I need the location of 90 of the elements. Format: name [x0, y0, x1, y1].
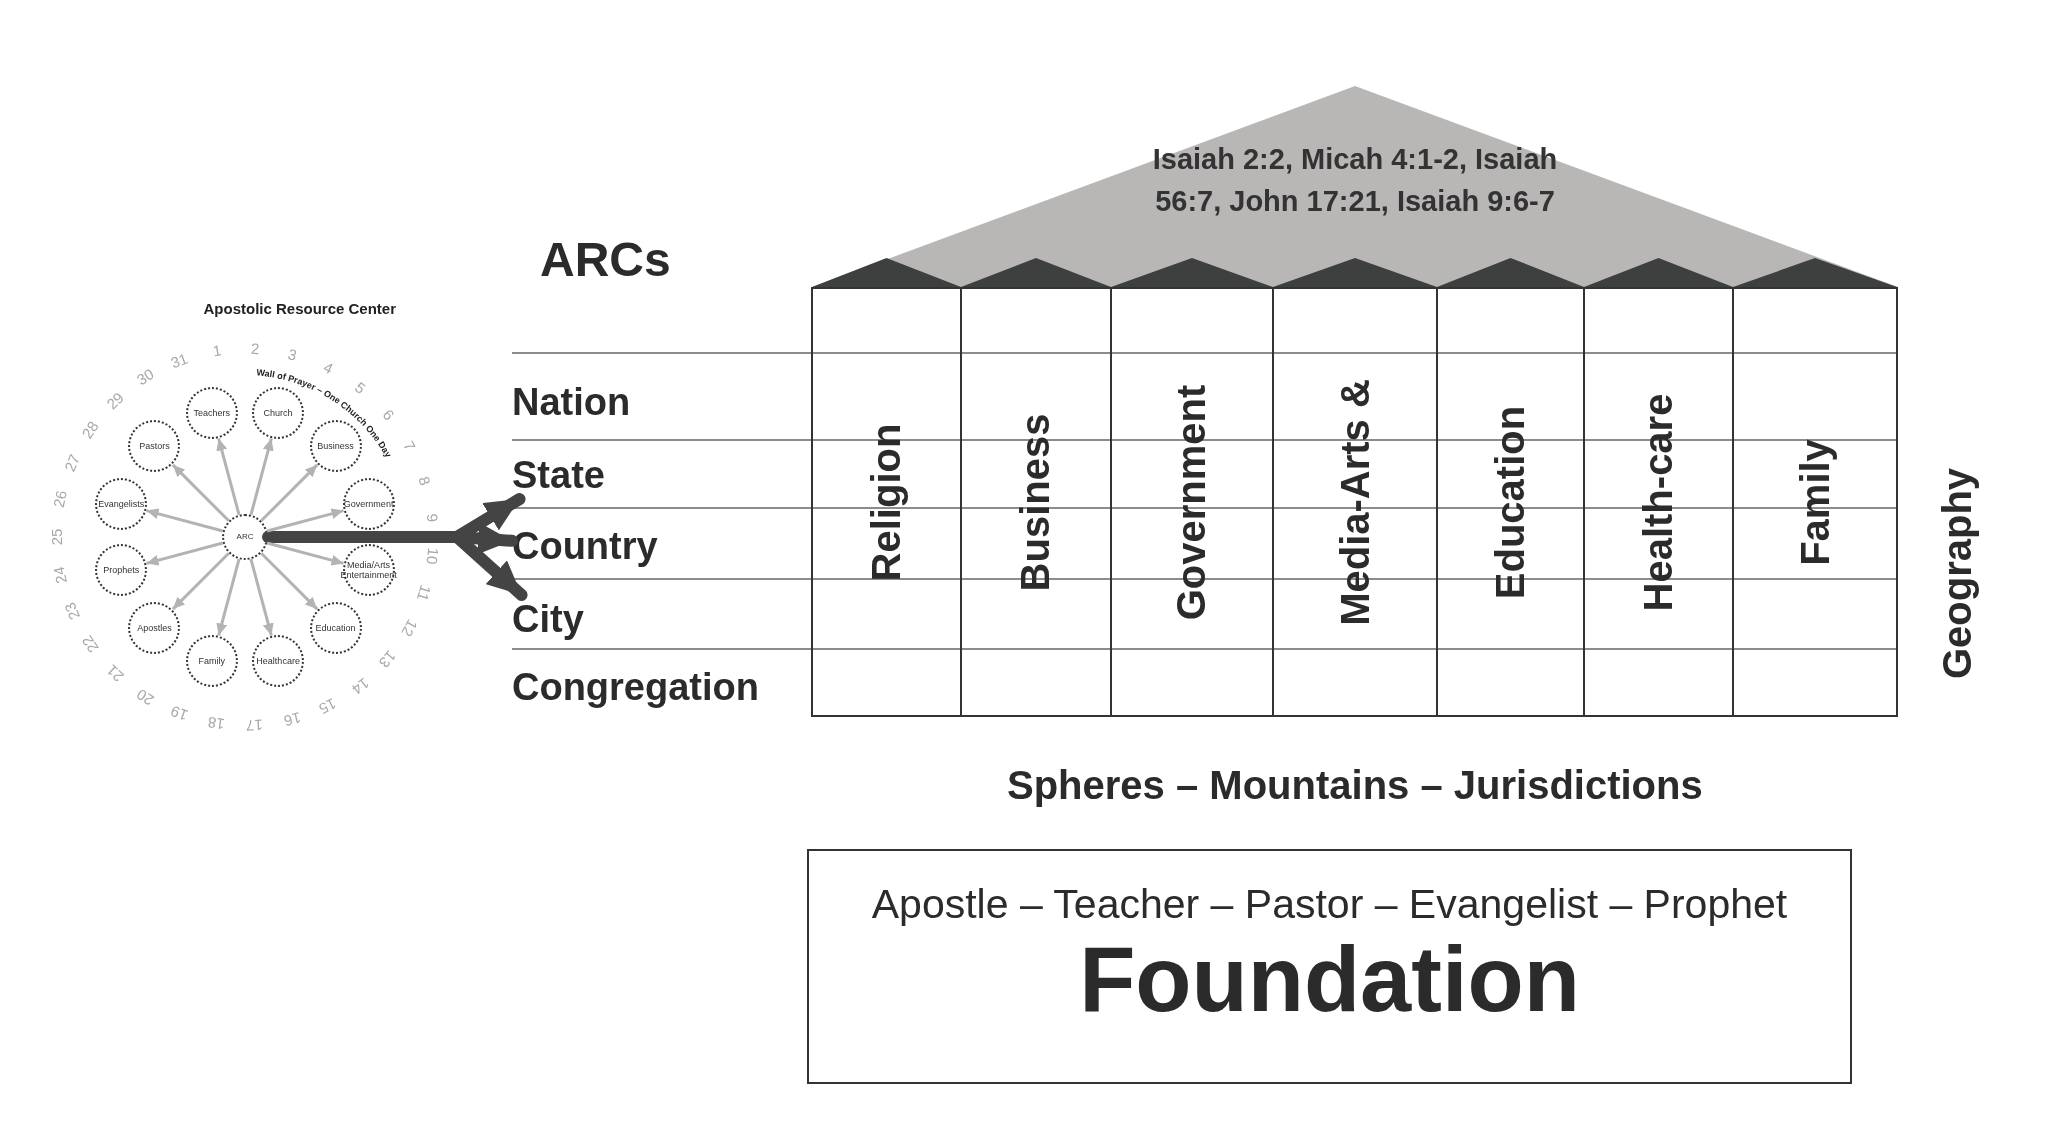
row-label: State	[512, 454, 605, 496]
day-number: 11	[414, 583, 435, 604]
circle-label: Prophets	[103, 565, 140, 576]
sphere-circle	[128, 420, 181, 473]
circle-label: Evangelists	[98, 498, 145, 509]
circle-label: Church	[263, 408, 293, 419]
circle-label: Family	[198, 655, 226, 666]
column-box	[1436, 287, 1585, 717]
column-box	[1583, 287, 1734, 717]
sphere-circle	[309, 601, 362, 654]
day-number: 27	[61, 452, 83, 474]
arrow	[171, 463, 230, 522]
day-number: 10	[423, 546, 441, 566]
arrow	[171, 552, 230, 611]
arrow	[260, 552, 319, 611]
day-number: 31	[169, 350, 191, 372]
axis-label: Geography	[1934, 467, 1980, 680]
arrow	[249, 438, 274, 516]
column-label: Business	[1013, 413, 1059, 591]
column-label: Government	[1169, 384, 1215, 620]
column-box	[811, 287, 962, 717]
day-number: 3	[286, 346, 299, 364]
arrow	[249, 558, 274, 636]
day-number: 23	[61, 600, 83, 622]
column-label: Education	[1488, 405, 1533, 599]
row-label: Congregation	[512, 666, 759, 708]
column-label: Health-care	[1636, 393, 1681, 611]
day-number: 18	[206, 713, 226, 732]
circle-label: Healthcare	[256, 655, 300, 666]
circle-label: Pastors	[139, 441, 170, 452]
arrow	[266, 508, 344, 533]
day-number: 22	[79, 632, 102, 656]
day-number: 30	[134, 366, 157, 389]
day-number: 15	[316, 694, 339, 717]
column-box	[1732, 287, 1898, 717]
sphere-circle	[185, 387, 238, 440]
column-box	[1110, 287, 1274, 717]
day-number: 8	[415, 474, 434, 488]
foundation-subtitle: Apostle – Teacher – Pastor – Evangelist – Prophet	[870, 880, 1789, 929]
column-label: Family	[1792, 438, 1838, 566]
day-number: 16	[281, 709, 302, 729]
day-number: 6	[379, 406, 397, 423]
day-number: 12	[398, 617, 421, 640]
circle-label: Apostles	[137, 622, 172, 633]
sphere-circle	[95, 544, 148, 597]
foundation-box	[807, 849, 1852, 1084]
circle-label: Teachers	[193, 408, 231, 419]
column-box	[1272, 287, 1438, 717]
day-number: 24	[51, 565, 71, 585]
row-label: Country	[512, 525, 658, 567]
arrow	[146, 508, 224, 533]
column-box	[960, 287, 1112, 717]
axis-label: Spheres – Mountains – Jurisdictions	[1007, 763, 1703, 808]
day-number: 17	[245, 716, 264, 734]
scripture-reference: Isaiah 2:2, Micah 4:1-2, Isaiah 56:7, John 17:21, Isaiah 9:6-7	[1151, 142, 1559, 219]
day-number: 25	[48, 528, 65, 546]
day-number: 21	[103, 661, 127, 685]
arrow	[216, 438, 241, 516]
day-number: 19	[168, 702, 191, 724]
day-number: 14	[348, 674, 372, 698]
day-number: 4	[320, 359, 336, 378]
section-heading: ARCs	[540, 232, 671, 287]
sphere-circle	[128, 601, 181, 654]
column-label: Media-Arts &	[1332, 378, 1378, 626]
day-number: 29	[103, 389, 127, 413]
heading-text: Apostolic Resource Center	[203, 300, 397, 317]
row-label: City	[512, 598, 584, 640]
day-number: 1	[211, 342, 223, 360]
day-number: 5	[352, 379, 369, 398]
row-label: Nation	[512, 381, 631, 423]
sphere-circle	[95, 477, 148, 530]
day-number: 13	[375, 647, 399, 671]
foundation-title: Foundation	[1078, 929, 1581, 1029]
arrow	[216, 558, 241, 636]
sphere-circle	[185, 634, 238, 687]
day-number: 26	[51, 489, 71, 509]
hub-label: ARC	[236, 532, 254, 542]
arrow	[260, 463, 319, 522]
hub-circle	[222, 514, 268, 560]
day-number: 20	[134, 685, 157, 708]
day-number: 2	[250, 341, 260, 358]
circle-label: Business	[317, 441, 354, 452]
column-label: Religion	[864, 423, 909, 581]
arrow	[146, 541, 224, 566]
day-number: 7	[400, 438, 419, 454]
day-number: 9	[423, 513, 441, 523]
sphere-circle	[252, 634, 305, 687]
arrow	[266, 541, 344, 566]
circle-label: Education	[315, 622, 356, 633]
day-number: 28	[79, 418, 102, 441]
